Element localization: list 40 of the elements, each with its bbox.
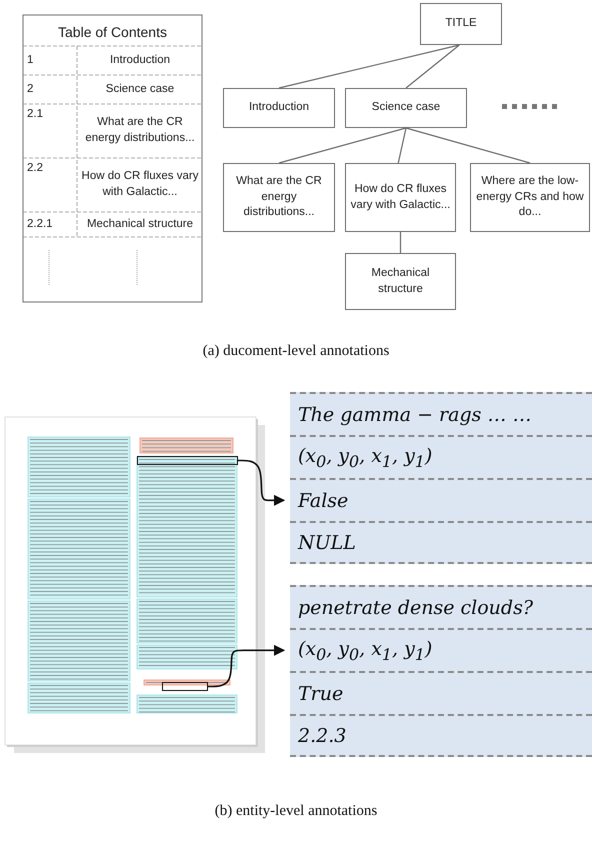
section-number: 2 [27,82,34,97]
figure-caption: (b) entity-level annotations [214,803,378,820]
annotation-field: True [298,682,344,704]
connector-line [398,128,407,164]
arrow [208,644,286,688]
figure-caption: (a) ducoment-level annotations [202,343,390,360]
annotation-field: penetrate dense clouds? [298,596,534,618]
connector-line [278,44,460,89]
connector-line [278,127,406,164]
tree-node-box: Introduction [223,88,335,128]
annotation-panel [290,585,592,757]
tree-node-box: Mechanical structure [345,253,456,310]
section-number: 2.2 [27,161,43,176]
section-title: What are the CR energy distributions... [84,115,196,146]
section-number: 2.2.1 [27,216,53,232]
connector-line [406,44,460,88]
section-title: How do CR fluxes vary with Galactic... [80,169,200,200]
annotation-field: The gamma − rags … … [298,404,532,426]
highlight-box [137,456,238,465]
annotation-field: (x$_{0}$, y$_{0}$, x$_{1}$, y$_{1}$) [298,638,432,664]
connector-line [406,127,530,164]
section-title: Mechanical structure [86,216,194,232]
section-number: 1 [27,52,34,68]
highlight-box [162,682,208,691]
tree-node-box: What are the CR energy distributions... [223,163,335,232]
tree-node-box: Science case [345,88,467,128]
annotation-field: NULL [298,532,356,554]
section-title: Science case [106,82,174,97]
annotation-field: False [298,490,348,512]
tree-node-box: Where are the low-energy CRs and how do... [470,163,590,232]
section-number: 2.1 [27,107,43,122]
tree-node-box: TITLE [420,3,502,45]
tree-node-box: How do CR fluxes vary with Galactic... [345,163,456,232]
annotation-field: 2.2.3 [298,724,346,746]
annotation-panel [290,392,592,564]
arrow [238,460,286,506]
connector-line [400,232,402,253]
table-heading: Table of Contents [58,22,167,42]
section-title: Introduction [110,52,170,68]
annotation-field: (x$_{0}$, y$_{0}$, x$_{1}$, y$_{1}$) [298,444,432,470]
